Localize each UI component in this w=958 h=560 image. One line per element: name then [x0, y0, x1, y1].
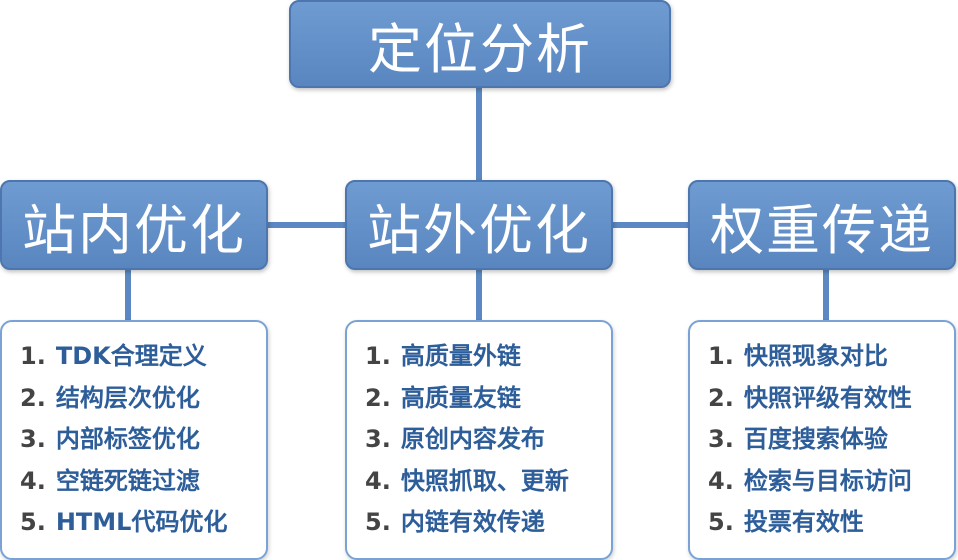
- root-node-label: 定位分析: [368, 17, 592, 81]
- connector-lines: [125, 88, 829, 320]
- branch-node-label: 站内优化: [22, 198, 246, 262]
- item-number: 3.: [365, 425, 391, 453]
- list-item: 3. 原创内容发布: [365, 419, 611, 461]
- list-item: 5. 内链有效传递: [365, 502, 611, 544]
- item-text: 空链死链过滤: [55, 466, 200, 495]
- item-number: 2.: [365, 383, 391, 412]
- item-text: 高质量外链: [400, 342, 521, 370]
- list-box-offsite: 1. 高质量外链 2. 高质量友链 3. 原创内容发布 4. 快照抓取、更新 5. 内链有…: [345, 320, 613, 560]
- item-number: 5.: [708, 508, 734, 536]
- list-item: 2. 快照评级有效性: [708, 378, 954, 420]
- item-number: 5.: [365, 508, 391, 536]
- list-item: 2. 高质量友链: [365, 378, 611, 420]
- item-number: 1.: [20, 342, 46, 370]
- item-number: 5.: [20, 508, 46, 536]
- item-text: 投票有效性: [743, 508, 864, 536]
- item-text: 内链有效传递: [400, 508, 545, 536]
- list-item: 4. 快照抓取、更新: [365, 461, 611, 503]
- item-text: 检索与目标访问: [743, 466, 912, 495]
- item-number: 4.: [20, 466, 46, 495]
- list-item: 1. 高质量外链: [365, 336, 611, 378]
- list-item: 3. 百度搜索体验: [708, 419, 954, 461]
- item-number: 1.: [708, 342, 734, 370]
- list-item: 5. HTML代码优化: [20, 502, 266, 544]
- item-number: 4.: [708, 466, 734, 495]
- item-number: 1.: [365, 342, 391, 370]
- item-text: 快照抓取、更新: [400, 466, 569, 495]
- list-item: 5. 投票有效性: [708, 502, 954, 544]
- item-text: TDK合理定义: [55, 342, 207, 370]
- list-item: 4. 空链死链过滤: [20, 461, 266, 503]
- item-text: 内部标签优化: [55, 425, 200, 453]
- list-item: 4. 检索与目标访问: [708, 461, 954, 503]
- list-box-weight: 1. 快照现象对比 2. 快照评级有效性 3. 百度搜索体验 4. 检索与目标访问 5.…: [688, 320, 956, 560]
- branch-node-label: 站外优化: [367, 198, 591, 262]
- branch-node-offsite: 站外优化: [345, 180, 613, 270]
- item-number: 2.: [708, 383, 734, 412]
- item-text: 快照现象对比: [743, 342, 888, 370]
- item-text: 结构层次优化: [55, 383, 200, 412]
- item-number: 3.: [708, 425, 734, 453]
- branch-node-onsite: 站内优化: [0, 180, 268, 270]
- list-item: 1. TDK合理定义: [20, 336, 266, 378]
- item-text: 高质量友链: [400, 383, 521, 412]
- list-item: 2. 结构层次优化: [20, 378, 266, 420]
- item-number: 4.: [365, 466, 391, 495]
- item-text: 百度搜索体验: [743, 425, 888, 453]
- item-number: 3.: [20, 425, 46, 453]
- list-item: 1. 快照现象对比: [708, 336, 954, 378]
- item-text: HTML代码优化: [55, 508, 228, 536]
- list-item: 3. 内部标签优化: [20, 419, 266, 461]
- item-number: 2.: [20, 383, 46, 412]
- item-text: 快照评级有效性: [743, 383, 912, 412]
- branch-node-label: 权重传递: [710, 198, 934, 262]
- branch-node-weight: 权重传递: [688, 180, 956, 270]
- root-node: 定位分析: [289, 0, 671, 88]
- list-box-onsite: 1. TDK合理定义 2. 结构层次优化 3. 内部标签优化 4. 空链死链过滤 5. H…: [0, 320, 268, 560]
- item-text: 原创内容发布: [400, 425, 545, 453]
